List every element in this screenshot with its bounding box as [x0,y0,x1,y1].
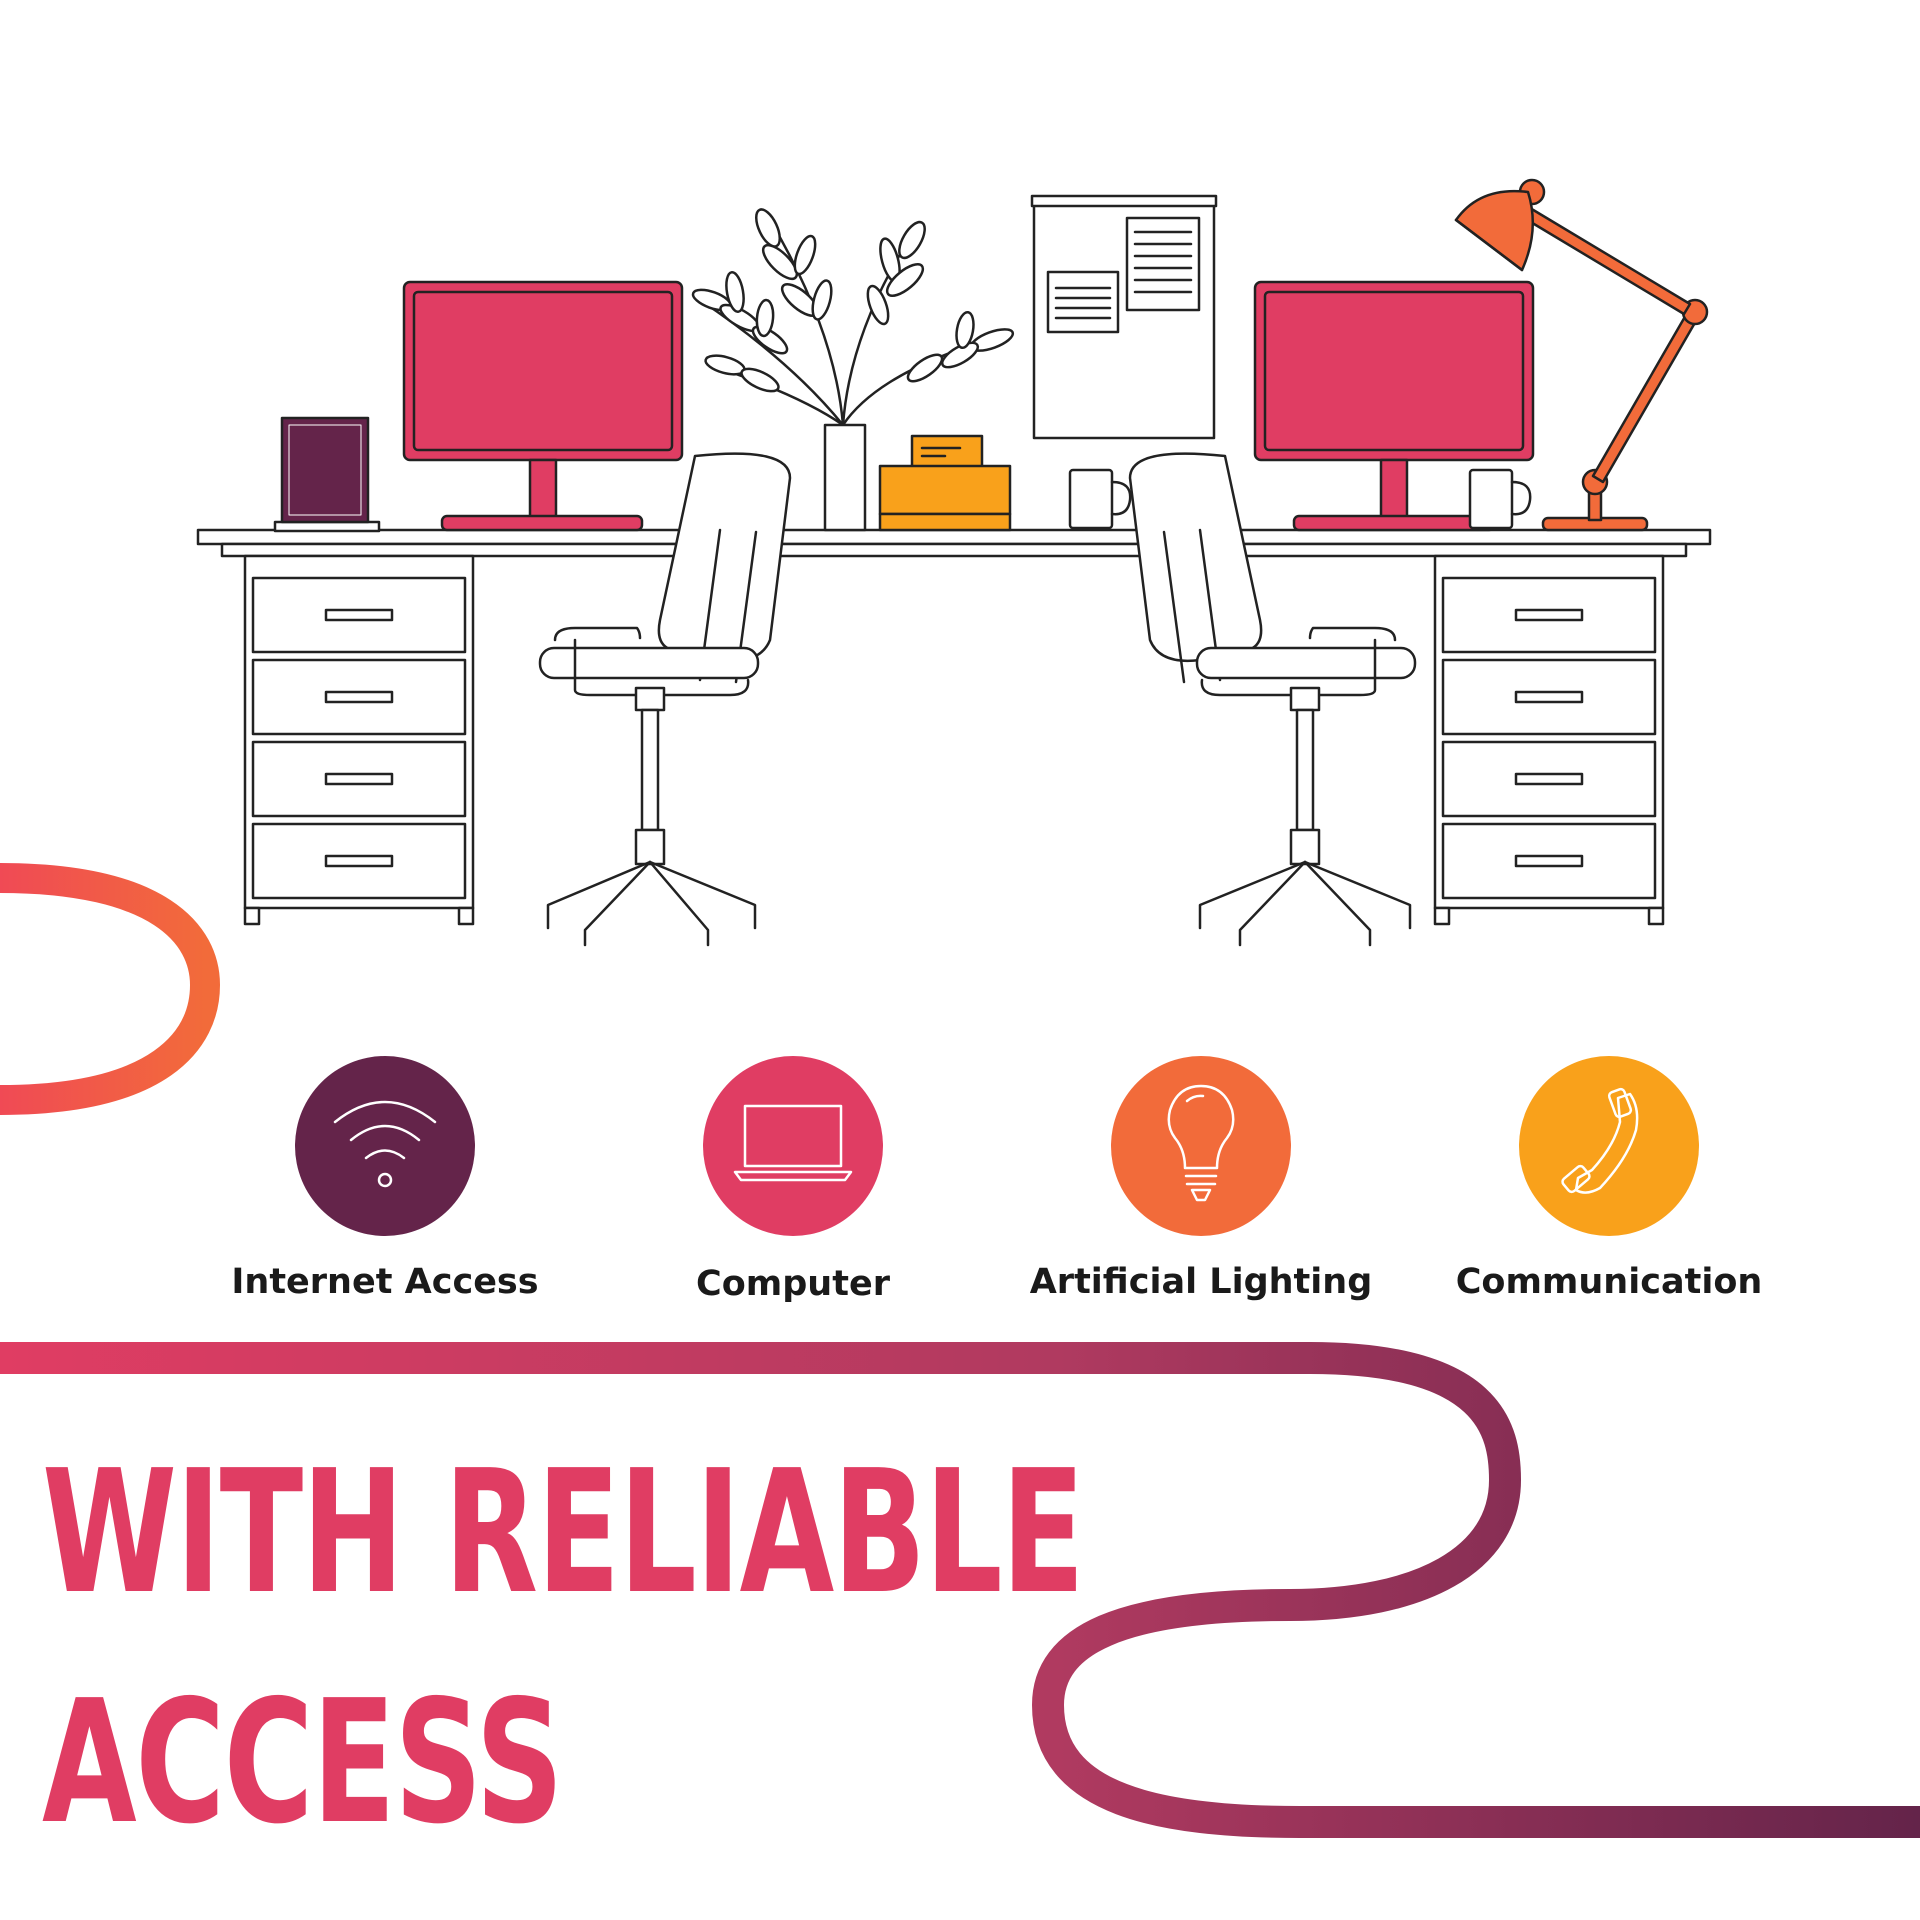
feature-label-communication: Communication [1455,1262,1763,1302]
lightbulb-icon [1167,1084,1235,1202]
mug-left [1068,468,1132,530]
drawer-cabinet-right [1433,554,1665,926]
chair-right [1128,452,1417,947]
drawer-cabinet-left [243,554,475,926]
monitor-left [402,280,684,532]
desk [196,528,1712,558]
laptop-icon [733,1104,853,1182]
artificial-lighting-circle [1111,1056,1291,1236]
monitor-right [1253,280,1535,532]
feature-communication [1519,1056,1699,1236]
mug-right [1468,468,1532,530]
internet-access-circle [295,1056,475,1236]
wifi-icon [333,1100,437,1188]
feature-computer [703,1056,883,1236]
phone-icon [1561,1087,1639,1194]
printer [878,434,1012,532]
feature-internet-access [295,1056,475,1236]
desk-lamp [1454,178,1709,532]
notice-board [1030,194,1218,440]
tablet [273,416,381,533]
feature-artificial-lighting [1111,1056,1291,1236]
feature-label-computer: Computer [696,1264,890,1304]
chair-left [538,452,792,947]
headline-line-2: ACCESS [42,1664,564,1862]
plant [691,208,1015,532]
feature-label-artificial-lighting: Artificial Lighting [1029,1262,1373,1302]
decorative-ribbon [0,1342,1920,1838]
decorative-arc [0,863,221,1115]
feature-label-internet-access: Internet Access [231,1262,539,1302]
computer-circle [703,1056,883,1236]
headline-line-1: WITH RELIABLE [42,1434,1085,1632]
